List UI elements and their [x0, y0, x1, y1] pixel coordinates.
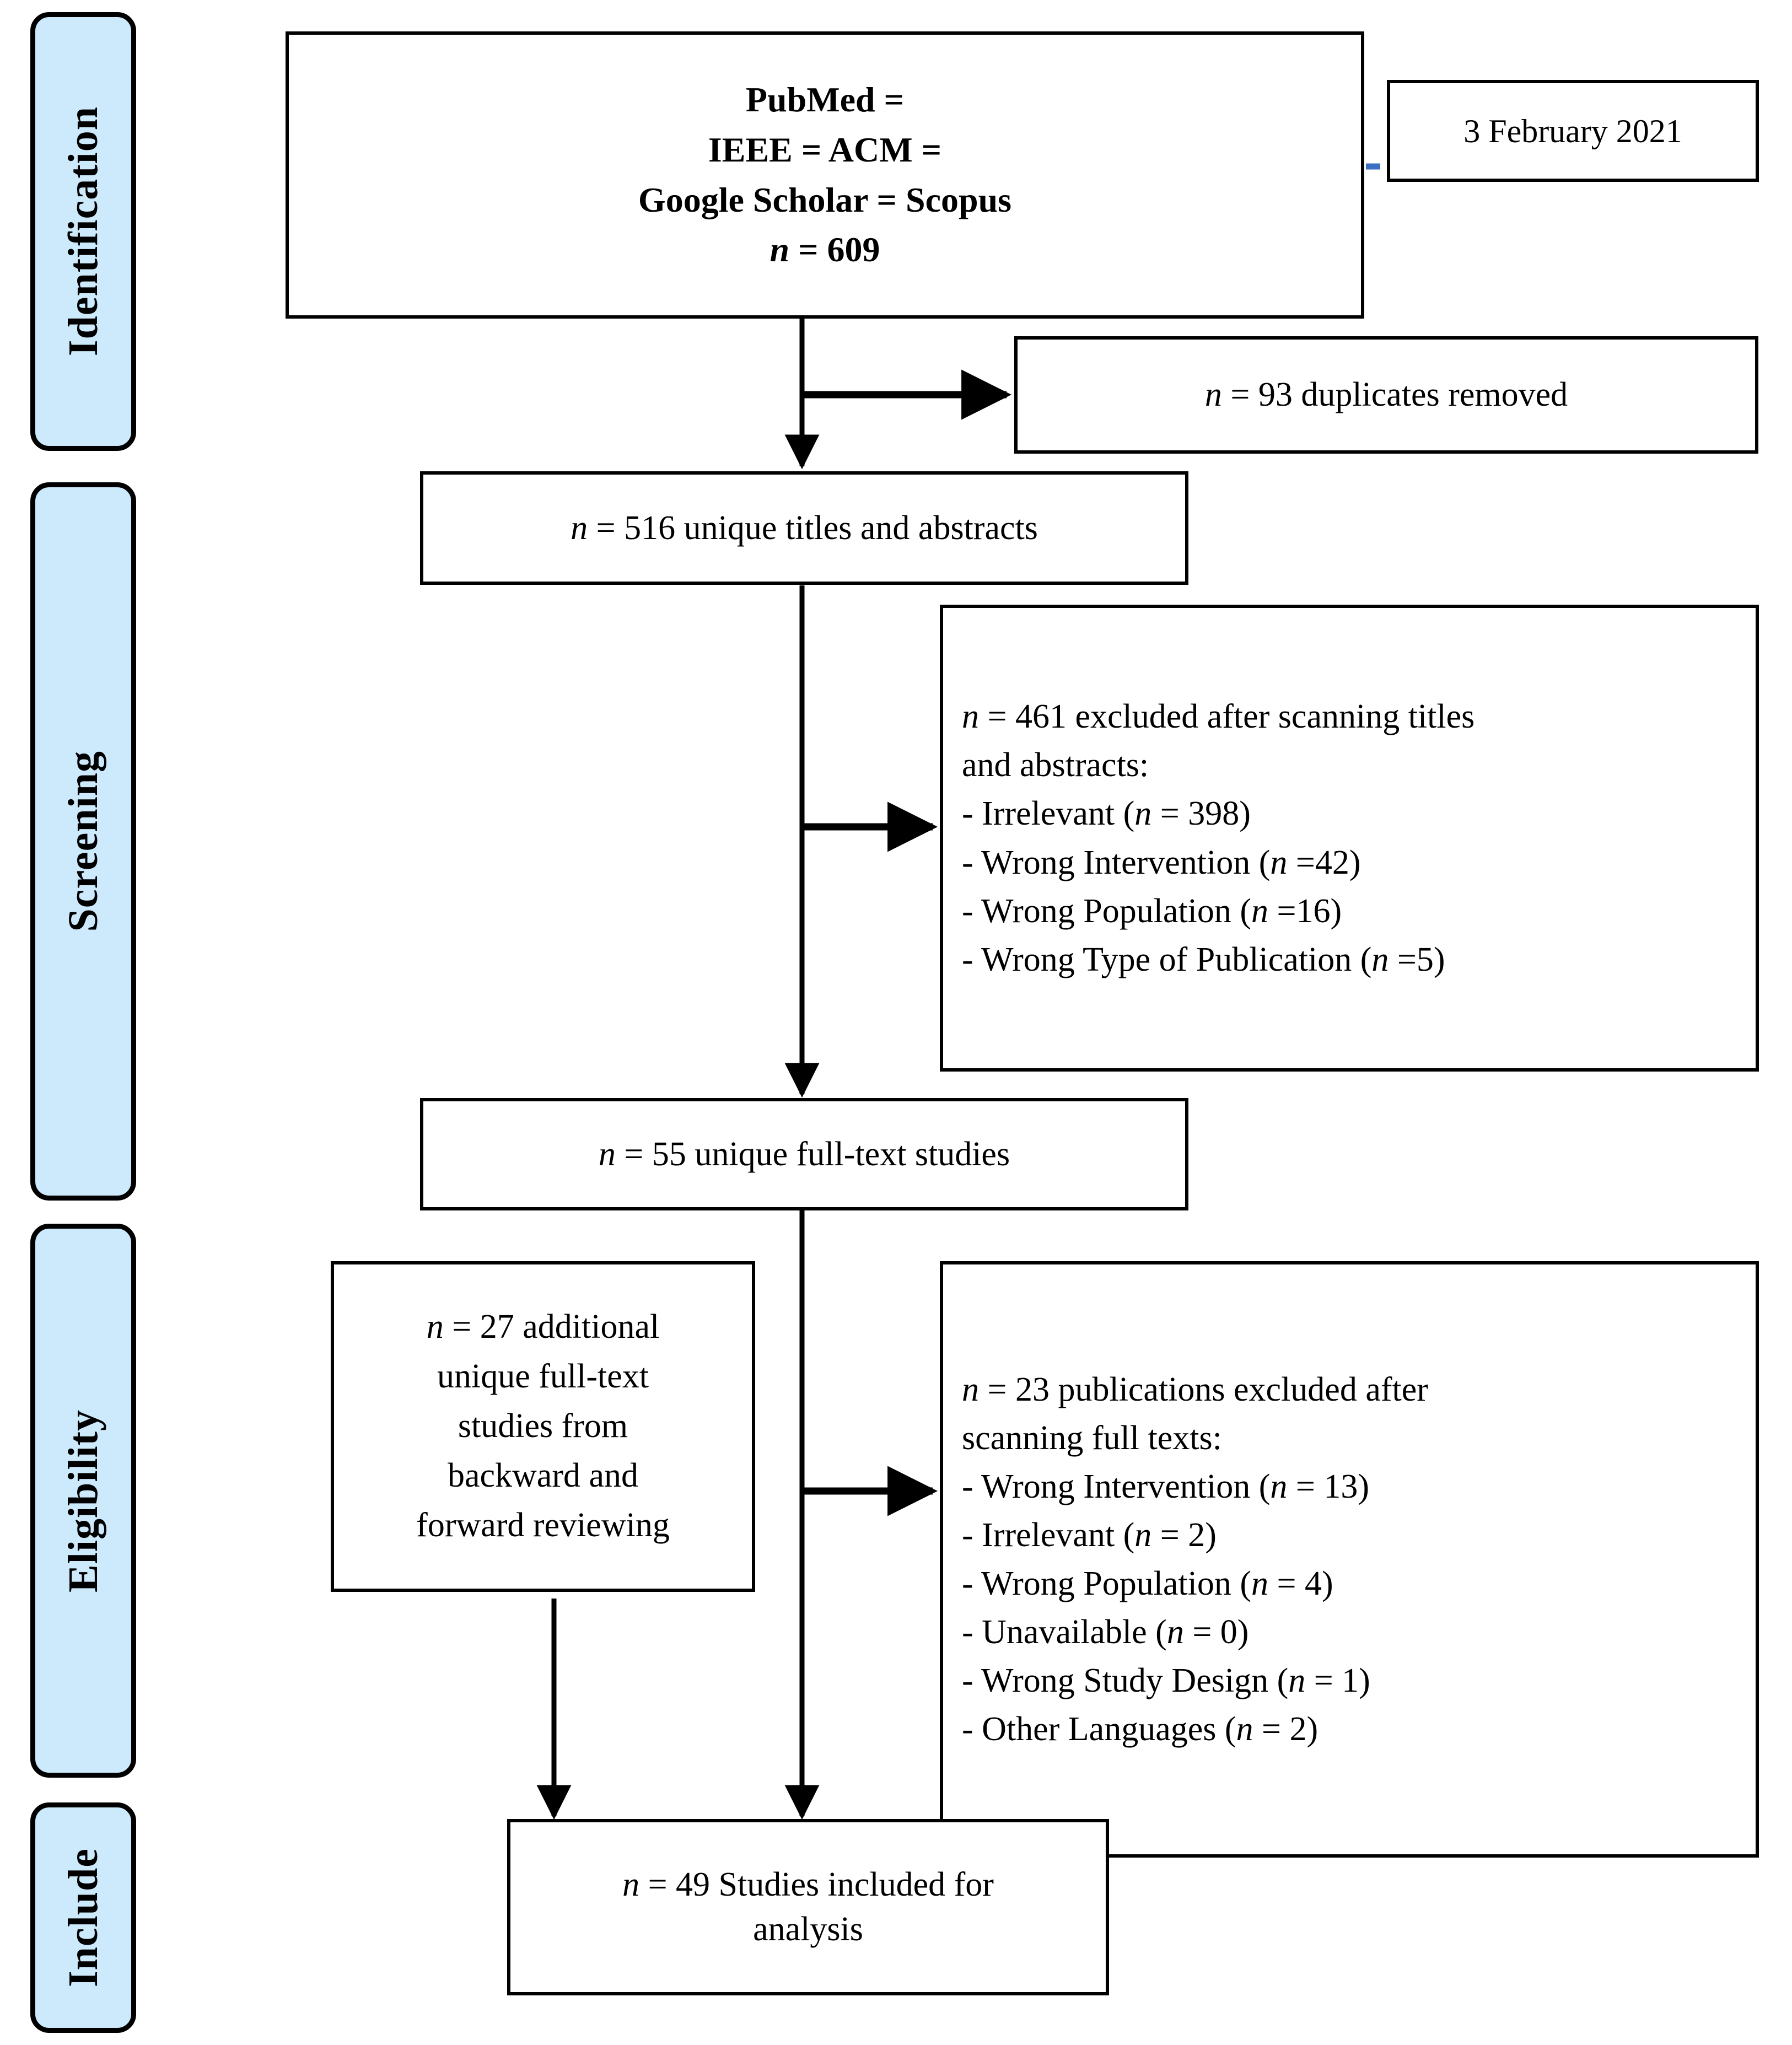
excluded-screening-bullet-irrelevant: - Irrelevant (n = 398)	[962, 795, 1251, 833]
duplicates-removed-text: n = 93 duplicates removed	[1204, 376, 1568, 414]
excluded-eligibility-bullet-irrelevant: - Irrelevant (n = 2)	[962, 1516, 1217, 1554]
additional-studies-line-2: unique full-text	[437, 1358, 649, 1396]
excluded-eligibility-bullet-wrong-study-design: - Wrong Study Design (n = 1)	[962, 1662, 1370, 1700]
excluded-screening-bullet-wrong-intervention: - Wrong Intervention (n =42)	[962, 843, 1361, 881]
additional-studies-line-5: forward reviewing	[416, 1506, 670, 1544]
search-date-box: 3 February 2021	[1387, 80, 1759, 182]
stage-band-identification: Identification	[30, 12, 136, 451]
records-identified-line-1: PubMed =	[745, 79, 905, 119]
excluded-eligibility-bullet-unavailable: - Unavailable (n = 0)	[962, 1613, 1249, 1651]
stage-band-include: Include	[30, 1802, 136, 2033]
stage-label-eligibility: Eligibility	[60, 1409, 106, 1592]
excluded-after-full-text-box: n = 23 publications excluded after scann…	[940, 1261, 1759, 1858]
stage-band-eligibility: Eligibility	[30, 1224, 136, 1778]
search-date-text: 3 February 2021	[1463, 112, 1682, 149]
excluded-eligibility-bullet-wrong-intervention: - Wrong Intervention (n = 13)	[962, 1467, 1369, 1505]
studies-included-line-1: n = 49 Studies included for	[622, 1866, 994, 1904]
records-identified-box: PubMed = IEEE = ACM = Google Scholar = S…	[286, 31, 1364, 319]
stage-band-screening: Screening	[30, 482, 136, 1201]
excluded-eligibility-line-2: scanning full texts:	[962, 1419, 1222, 1457]
excluded-screening-line-1: n = 461 excluded after scanning titles	[962, 698, 1475, 736]
stage-label-screening: Screening	[60, 751, 106, 932]
records-identified-count: n = 609	[769, 230, 880, 270]
excluded-screening-bullet-wrong-population: - Wrong Population (n =16)	[962, 892, 1342, 930]
stage-label-include: Include	[60, 1848, 106, 1987]
stage-label-identification: Identification	[60, 106, 106, 357]
excluded-after-title-abstract-box: n = 461 excluded after scanning titles a…	[940, 605, 1759, 1072]
excluded-eligibility-bullet-wrong-population: - Wrong Population (n = 4)	[962, 1565, 1333, 1602]
unique-full-text-studies-box: n = 55 unique full-text studies	[420, 1098, 1188, 1210]
additional-studies-line-4: backward and	[448, 1456, 638, 1494]
additional-studies-line-3: studies from	[458, 1407, 628, 1445]
unique-titles-abstracts-text: n = 516 unique titles and abstracts	[571, 509, 1038, 547]
records-identified-line-3: Google Scholar = Scopus	[638, 180, 1012, 219]
studies-included-box: n = 49 Studies included for analysis	[507, 1819, 1109, 1995]
excluded-screening-bullet-wrong-type-publication: - Wrong Type of Publication (n =5)	[962, 940, 1445, 978]
unique-full-text-studies-text: n = 55 unique full-text studies	[598, 1135, 1010, 1173]
additional-studies-line-1: n = 27 additional	[426, 1308, 660, 1346]
duplicates-removed-box: n = 93 duplicates removed	[1014, 336, 1758, 454]
excluded-eligibility-line-1: n = 23 publications excluded after	[962, 1370, 1428, 1408]
studies-included-line-2: analysis	[753, 1911, 863, 1948]
records-identified-line-2: IEEE = ACM =	[708, 130, 942, 169]
excluded-screening-line-2: and abstracts:	[962, 746, 1149, 784]
additional-studies-box: n = 27 additional unique full-text studi…	[331, 1261, 755, 1592]
excluded-eligibility-bullet-other-languages: - Other Languages (n = 2)	[962, 1710, 1319, 1748]
unique-titles-abstracts-box: n = 516 unique titles and abstracts	[420, 471, 1188, 585]
